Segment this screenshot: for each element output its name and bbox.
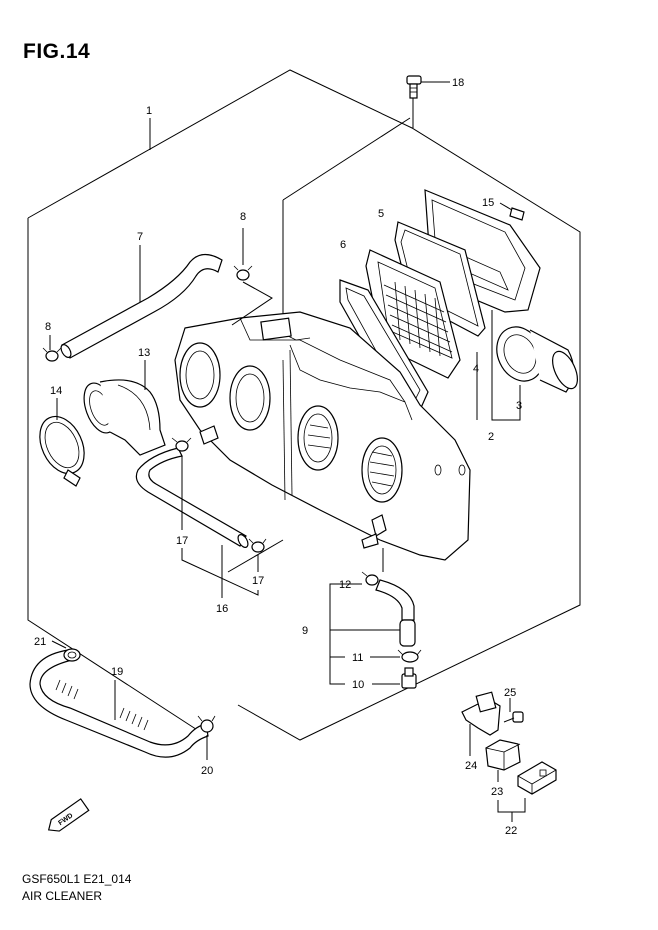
- callout-5: 5: [378, 208, 384, 220]
- clamp-21: [51, 640, 81, 662]
- clamp-8-upper: [233, 265, 253, 281]
- clamp-17-lower: [248, 538, 267, 553]
- assembly-boundary-left: [27, 218, 206, 736]
- case-group-boundary-top: [282, 117, 411, 201]
- hose-7: [60, 253, 223, 359]
- screw-15: [499, 202, 525, 221]
- callout-3: 3: [516, 400, 522, 412]
- bolt-18: [406, 75, 450, 128]
- callout-4: 4: [473, 363, 479, 375]
- callout-18: 18: [452, 77, 464, 89]
- callout-6: 6: [340, 239, 346, 251]
- forward-direction-badge: FWD: [47, 798, 90, 832]
- figure-title: FIG.14: [23, 40, 91, 63]
- callout-24: 24: [465, 760, 477, 772]
- clamp-17-upper: [171, 437, 192, 452]
- plug-10: [401, 667, 417, 689]
- connector-23: [485, 739, 521, 782]
- callout-25: 25: [504, 687, 516, 699]
- breather-hose-19: [29, 649, 209, 758]
- case-group-boundary-bottom: [227, 539, 284, 573]
- assembly-boundary: [27, 69, 581, 741]
- clamp-band-14: [39, 398, 85, 487]
- callout-2: 2: [488, 431, 494, 443]
- leader-bracket-9: [329, 583, 362, 685]
- callout-7: 7: [137, 231, 143, 243]
- leader-bracket-16: [181, 548, 259, 596]
- callout-14: 14: [50, 385, 62, 397]
- callout-9: 9: [302, 625, 308, 637]
- intake-joint-13: [83, 360, 166, 456]
- inlet-duct-3: [496, 326, 578, 393]
- callout-11: 11: [352, 652, 363, 664]
- callout-8-lower: 8: [45, 321, 51, 333]
- coupler-22: [517, 761, 557, 795]
- callout-10: 10: [352, 679, 364, 691]
- callout-13: 13: [138, 347, 150, 359]
- bolt-25: [503, 698, 524, 723]
- clamp-12: [361, 571, 379, 586]
- clamp-11: [397, 649, 422, 663]
- hose-16: [135, 447, 249, 548]
- model-code: GSF650L1 E21_014: [22, 872, 132, 886]
- callout-19: 19: [111, 666, 123, 678]
- callout-8-upper: 8: [240, 211, 246, 223]
- drain-hose-9: [375, 579, 416, 647]
- clamp-20: [197, 715, 216, 760]
- bracket-24: [461, 691, 501, 756]
- figure-caption: AIR CLEANER: [22, 889, 103, 903]
- callout-21: 21: [34, 636, 46, 648]
- leader-8a-to-case: [231, 281, 273, 326]
- callout-16: 16: [216, 603, 228, 615]
- leader-bracket-2: [491, 310, 521, 421]
- callout-17-upper: 17: [176, 535, 188, 547]
- callouts: 1 2 3 4 5 6 7 8 8 9 10 11 12 13 14 15 16…: [34, 77, 522, 837]
- callout-15: 15: [482, 197, 494, 209]
- clamp-8-lower: [42, 335, 62, 362]
- callout-22: 22: [505, 825, 517, 837]
- callout-20: 20: [201, 765, 213, 777]
- callout-12: 12: [339, 579, 351, 591]
- leader-bracket-22: [497, 798, 526, 813]
- callout-23: 23: [491, 786, 503, 798]
- callout-1: 1: [146, 105, 152, 117]
- air-cleaner-case: [174, 311, 471, 561]
- callout-17-lower: 17: [252, 575, 264, 587]
